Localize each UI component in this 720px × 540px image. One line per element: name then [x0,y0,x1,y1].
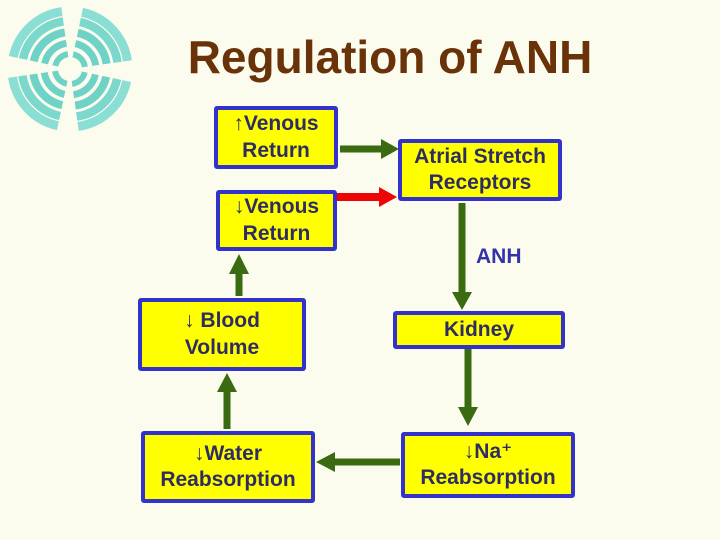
node-venous-return-increase: ↑Venous Return [214,106,338,169]
node-kidney: Kidney [393,311,565,349]
arrow-venous-decrease-to-atrial [334,187,397,207]
node-na-reabsorption: ↓Na⁺ Reabsorption [401,432,575,498]
arrow-blood-volume-to-venous [229,254,249,296]
node-water-reabsorption: ↓Water Reabsorption [141,431,315,503]
arrow-atrial-to-kidney [452,203,472,310]
anh-edge-label: ANH [476,245,522,268]
arrow-kidney-to-na [458,349,478,426]
arrow-na-to-water [316,452,400,472]
arrow-venous-increase-to-atrial [340,139,399,159]
arrow-water-to-blood-volume [217,373,237,429]
slide-title: Regulation of ANH [187,31,593,83]
spiral-logo [8,7,132,131]
node-venous-return-decrease: ↓Venous Return [216,190,337,251]
node-blood-volume: ↓ Blood Volume [138,298,306,371]
node-atrial-stretch-receptors: Atrial Stretch Receptors [398,139,562,201]
